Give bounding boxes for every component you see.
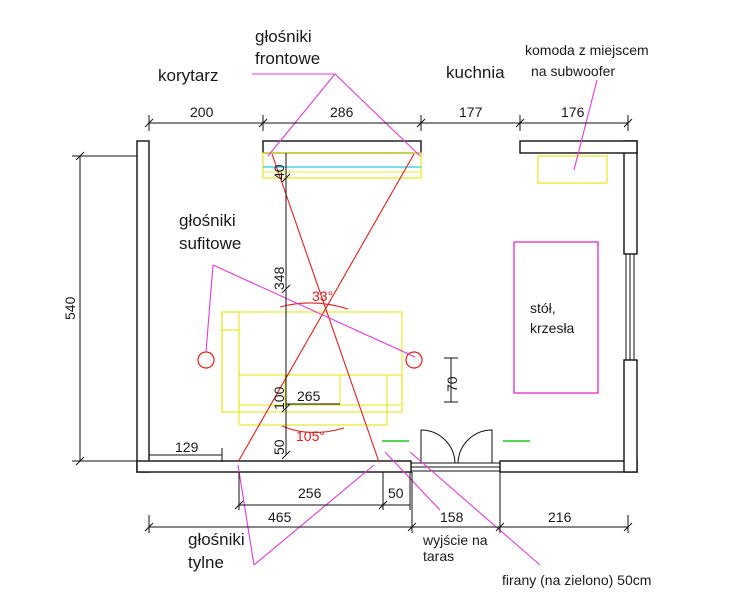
dim-100: 100 xyxy=(271,386,287,410)
dim-bottom-465: 465 xyxy=(268,509,292,525)
dim-top-176: 176 xyxy=(561,104,585,120)
tv-cabinet xyxy=(262,152,422,179)
wall-bottom-left xyxy=(136,460,412,473)
wall-right-upper xyxy=(623,140,638,255)
label-rear-speakers-2: tylne xyxy=(188,553,224,572)
dresser xyxy=(537,155,608,184)
label-front-speakers-1: głośniki xyxy=(255,27,312,46)
label-ceiling-speakers-2: sufitowe xyxy=(179,234,241,253)
dim-129: 129 xyxy=(175,439,199,455)
dim-left-540: 540 xyxy=(62,296,78,320)
dim-bottom-158: 158 xyxy=(440,509,464,525)
dim-top-177: 177 xyxy=(459,104,483,120)
sofa xyxy=(221,311,403,426)
label-exit-2: taras xyxy=(423,548,454,564)
label-ceiling-speakers-1: głośniki xyxy=(179,211,236,230)
label-curtains: firany (na zielono) 50cm xyxy=(502,572,651,588)
label-exit-1: wyjście na xyxy=(422,532,488,548)
dim-bottom-216: 216 xyxy=(548,509,572,525)
label-front-speakers-2: frontowe xyxy=(255,49,320,68)
label-table-2: krzesła xyxy=(530,320,575,336)
dim-50-bottom: 50 xyxy=(388,485,404,501)
ceiling-speaker-right xyxy=(405,351,423,369)
pointer-lines xyxy=(205,73,598,566)
angle-33: 33° xyxy=(312,288,333,304)
wall-left xyxy=(136,140,150,473)
label-rear-speakers-1: głośniki xyxy=(188,530,245,549)
label-kitchen: kuchnia xyxy=(446,63,505,82)
dim-40: 40 xyxy=(271,164,287,180)
dim-70: 70 xyxy=(444,376,460,392)
dim-top-286: 286 xyxy=(330,104,354,120)
terrace-door xyxy=(411,429,500,472)
dim-50-left: 50 xyxy=(271,439,287,455)
right-window xyxy=(625,254,635,360)
dining-table xyxy=(513,241,599,394)
ceiling-speaker-left xyxy=(197,351,215,369)
angle-105: 105° xyxy=(296,428,325,444)
label-dresser-1: komoda z miejscem xyxy=(525,42,649,58)
dim-top-200: 200 xyxy=(190,104,214,120)
wall-right-lower xyxy=(623,359,638,473)
wall-bottom-right xyxy=(499,460,638,473)
label-table-1: stół, xyxy=(530,300,556,316)
label-corridor: korytarz xyxy=(158,66,218,85)
dim-256: 256 xyxy=(298,485,322,501)
label-dresser-2: na subwoofer xyxy=(531,63,615,79)
dim-265: 265 xyxy=(297,388,321,404)
dimension-lines xyxy=(72,115,633,533)
wall-top-middle xyxy=(262,140,422,154)
dim-348: 348 xyxy=(271,266,287,290)
